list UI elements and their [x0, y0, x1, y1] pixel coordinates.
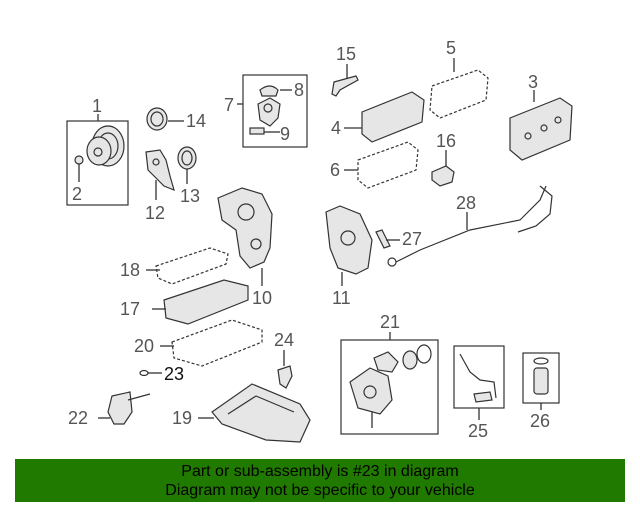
callout-17[interactable]: 17 — [120, 299, 140, 319]
callout-27[interactable]: 27 — [402, 229, 422, 249]
callout-5[interactable]: 5 — [446, 38, 456, 58]
part-23-o-ring[interactable] — [139, 369, 162, 377]
part-12-bracket[interactable] — [145, 149, 175, 200]
callout-19[interactable]: 19 — [172, 408, 192, 428]
callout-8[interactable]: 8 — [294, 80, 304, 100]
part-7-pump-group[interactable] — [237, 74, 308, 148]
callout-23[interactable]: 23 — [164, 364, 184, 384]
callout-10[interactable]: 10 — [252, 288, 272, 308]
callout-16[interactable]: 16 — [436, 131, 456, 151]
part-4-cover[interactable] — [344, 91, 425, 143]
callout-18[interactable]: 18 — [120, 260, 140, 280]
callout-3[interactable]: 3 — [528, 72, 538, 92]
callout-21[interactable]: 21 — [380, 312, 400, 332]
callout-2[interactable]: 2 — [72, 184, 82, 204]
part-3-valve-cover[interactable] — [509, 90, 573, 161]
part-27-bolt[interactable] — [375, 229, 400, 249]
part-22-dipstick[interactable] — [98, 391, 151, 425]
part-16-fitting[interactable] — [431, 150, 455, 187]
part-20-pan-gasket[interactable] — [160, 319, 263, 367]
callout-25[interactable]: 25 — [468, 421, 488, 441]
callout-7[interactable]: 7 — [224, 95, 234, 115]
callout-22[interactable]: 22 — [68, 408, 88, 428]
part-28-tube[interactable] — [387, 185, 553, 267]
part-14-seal[interactable] — [146, 107, 184, 131]
callout-11[interactable]: 11 — [332, 288, 351, 308]
callout-20[interactable]: 20 — [134, 336, 154, 356]
callout-28[interactable]: 28 — [456, 193, 476, 213]
callout-15[interactable]: 15 — [336, 44, 356, 64]
part-1-balancer-group[interactable] — [66, 114, 129, 206]
info-banner: Part or sub-assembly is #23 in diagram D… — [15, 459, 625, 502]
part-13-ring[interactable] — [177, 146, 197, 184]
part-17-tray[interactable] — [152, 279, 249, 325]
callout-14[interactable]: 14 — [186, 111, 206, 131]
callout-4[interactable]: 4 — [331, 118, 341, 138]
banner-line-1: Part or sub-assembly is #23 in diagram — [181, 463, 459, 480]
part-18-gasket[interactable] — [146, 247, 229, 285]
callout-6[interactable]: 6 — [330, 160, 340, 180]
part-5-gasket[interactable] — [429, 58, 489, 119]
callout-24[interactable]: 24 — [274, 330, 294, 350]
part-24-drain-plug[interactable] — [277, 350, 293, 389]
part-6-gasket[interactable] — [344, 141, 419, 189]
callout-9[interactable]: 9 — [280, 124, 290, 144]
part-11-front-cover[interactable] — [325, 205, 373, 286]
part-19-oil-pan[interactable] — [198, 383, 311, 443]
part-10-timing-cover[interactable] — [217, 187, 273, 286]
part-21-oil-pump-group[interactable] — [340, 332, 439, 435]
banner-line-2: Diagram may not be specific to your vehi… — [165, 482, 475, 499]
callout-12[interactable]: 12 — [145, 203, 165, 223]
callout-1[interactable]: 1 — [92, 96, 102, 116]
part-26-oil-filter[interactable] — [522, 352, 560, 410]
callout-26[interactable]: 26 — [530, 411, 550, 431]
part-25-pickup-tube[interactable] — [453, 345, 505, 420]
callout-13[interactable]: 13 — [180, 186, 200, 206]
part-15-stud[interactable] — [331, 64, 359, 97]
